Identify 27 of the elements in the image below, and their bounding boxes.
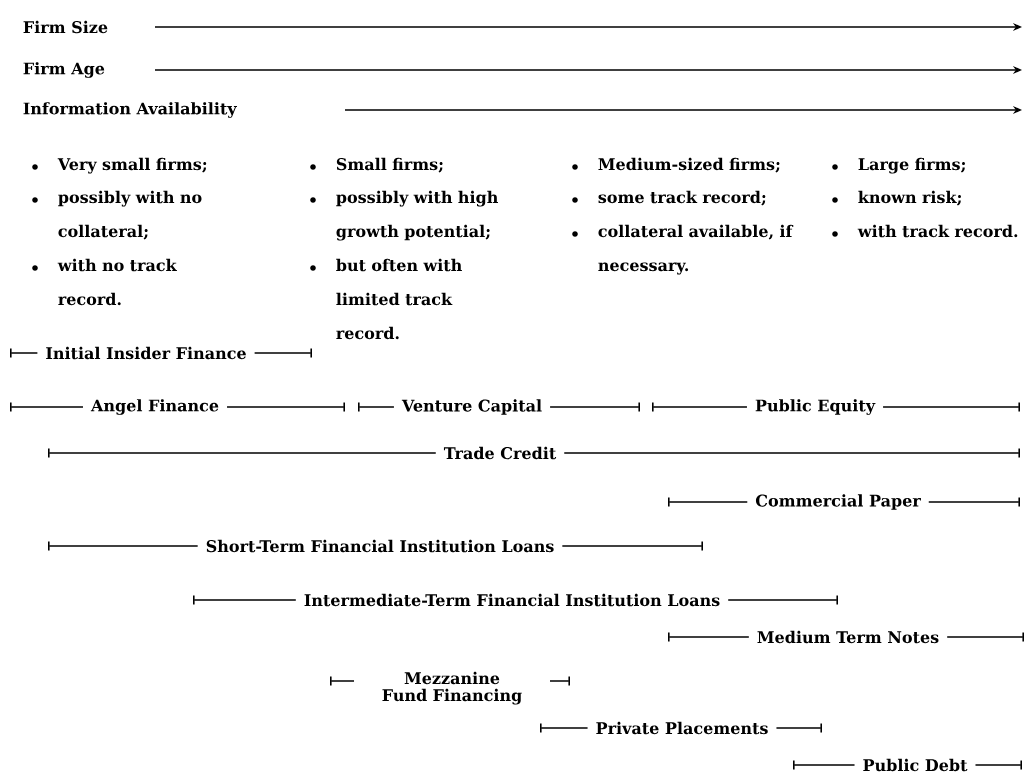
bullet-item: possibly with high growth potential; [310,190,498,241]
range-label: Mezzanine Fund Financing [354,671,550,705]
bullet-item: possibly with no collateral; [32,190,202,240]
range-label: Short-Term Financial Institution Loans [197,537,563,555]
bullet-item: Large firms; [832,157,965,174]
bullet-item: with track record. [832,224,1018,238]
range-label: Intermediate-Term Financial Institution Loans [295,591,729,609]
range-label: Private Placements [587,719,777,737]
range-label: Angel Finance [83,397,228,417]
bullet-item: but often with limited track record. [310,258,462,340]
range-label: Trade Credit [435,444,565,462]
bullet-item: collateral available, if necessary. [572,224,794,275]
range-label: Initial Insider Finance [37,344,255,362]
range-label: Public Equity [746,397,884,417]
bullet-item: some track record; [572,190,766,206]
bullet-item: with no track record. [32,258,177,306]
bullet-item: Very small firms; [32,157,207,174]
range-label: Medium Term Notes [748,628,948,646]
axis-label: Information Availability [23,102,237,118]
range-label: Venture Capital [393,397,551,417]
axis-label: Firm Size [23,20,108,34]
range-label: Commercial Paper [747,492,929,512]
bullet-item: known risk; [832,190,961,206]
axis-label: Firm Age [23,62,105,78]
range-label: Public Debt [854,756,976,774]
bullet-item: Medium-sized firms; [572,157,780,173]
bullet-item: Small firms; [310,157,443,173]
